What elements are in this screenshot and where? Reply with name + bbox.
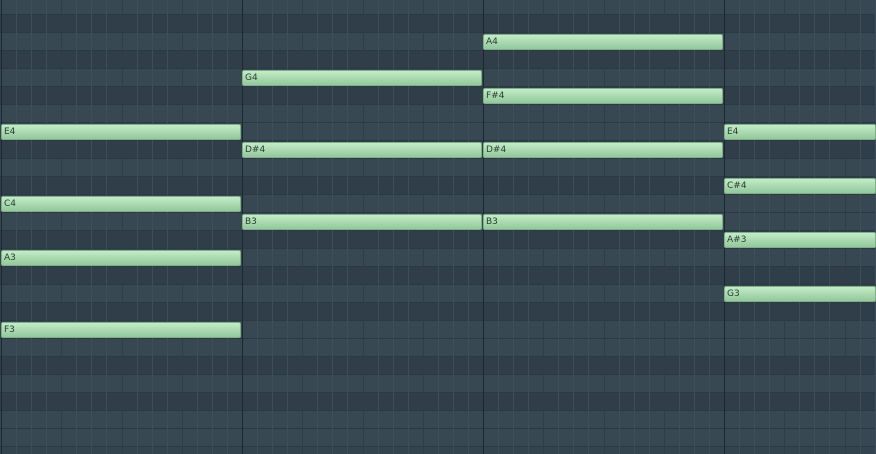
step-line (769, 0, 770, 454)
note-ds4[interactable]: D#4 (242, 142, 482, 158)
note-a3[interactable]: A3 (1, 250, 241, 266)
beat-line (845, 0, 846, 454)
note-fs4[interactable]: F#4 (483, 88, 723, 104)
note-e4[interactable]: E4 (724, 124, 876, 140)
step-line (76, 0, 77, 454)
step-line (754, 0, 755, 454)
note-b3[interactable]: B3 (483, 214, 723, 230)
step-line (167, 0, 168, 454)
note-ds4[interactable]: D#4 (483, 142, 723, 158)
note-g4[interactable]: G4 (242, 70, 482, 86)
step-line (739, 0, 740, 454)
note-as3[interactable]: A#3 (724, 232, 876, 248)
beat-line (784, 0, 785, 454)
step-line (799, 0, 800, 454)
step-line (31, 0, 32, 454)
note-e4[interactable]: E4 (1, 124, 241, 140)
beat-line (182, 0, 183, 454)
step-line (91, 0, 92, 454)
step-line (197, 0, 198, 454)
bar-line (724, 0, 725, 454)
step-line (227, 0, 228, 454)
note-c4[interactable]: C4 (1, 196, 241, 212)
step-line (829, 0, 830, 454)
step-line (860, 0, 861, 454)
step-line (814, 0, 815, 454)
beat-line (61, 0, 62, 454)
note-a4[interactable]: A4 (483, 34, 723, 50)
step-line (137, 0, 138, 454)
note-cs4[interactable]: C#4 (724, 178, 876, 194)
note-b3[interactable]: B3 (242, 214, 482, 230)
step-line (46, 0, 47, 454)
beat-line (122, 0, 123, 454)
bar-line (1, 0, 2, 454)
step-line (152, 0, 153, 454)
step-line (106, 0, 107, 454)
step-line (212, 0, 213, 454)
note-f3[interactable]: F3 (1, 322, 241, 338)
note-g3[interactable]: G3 (724, 286, 876, 302)
step-line (16, 0, 17, 454)
